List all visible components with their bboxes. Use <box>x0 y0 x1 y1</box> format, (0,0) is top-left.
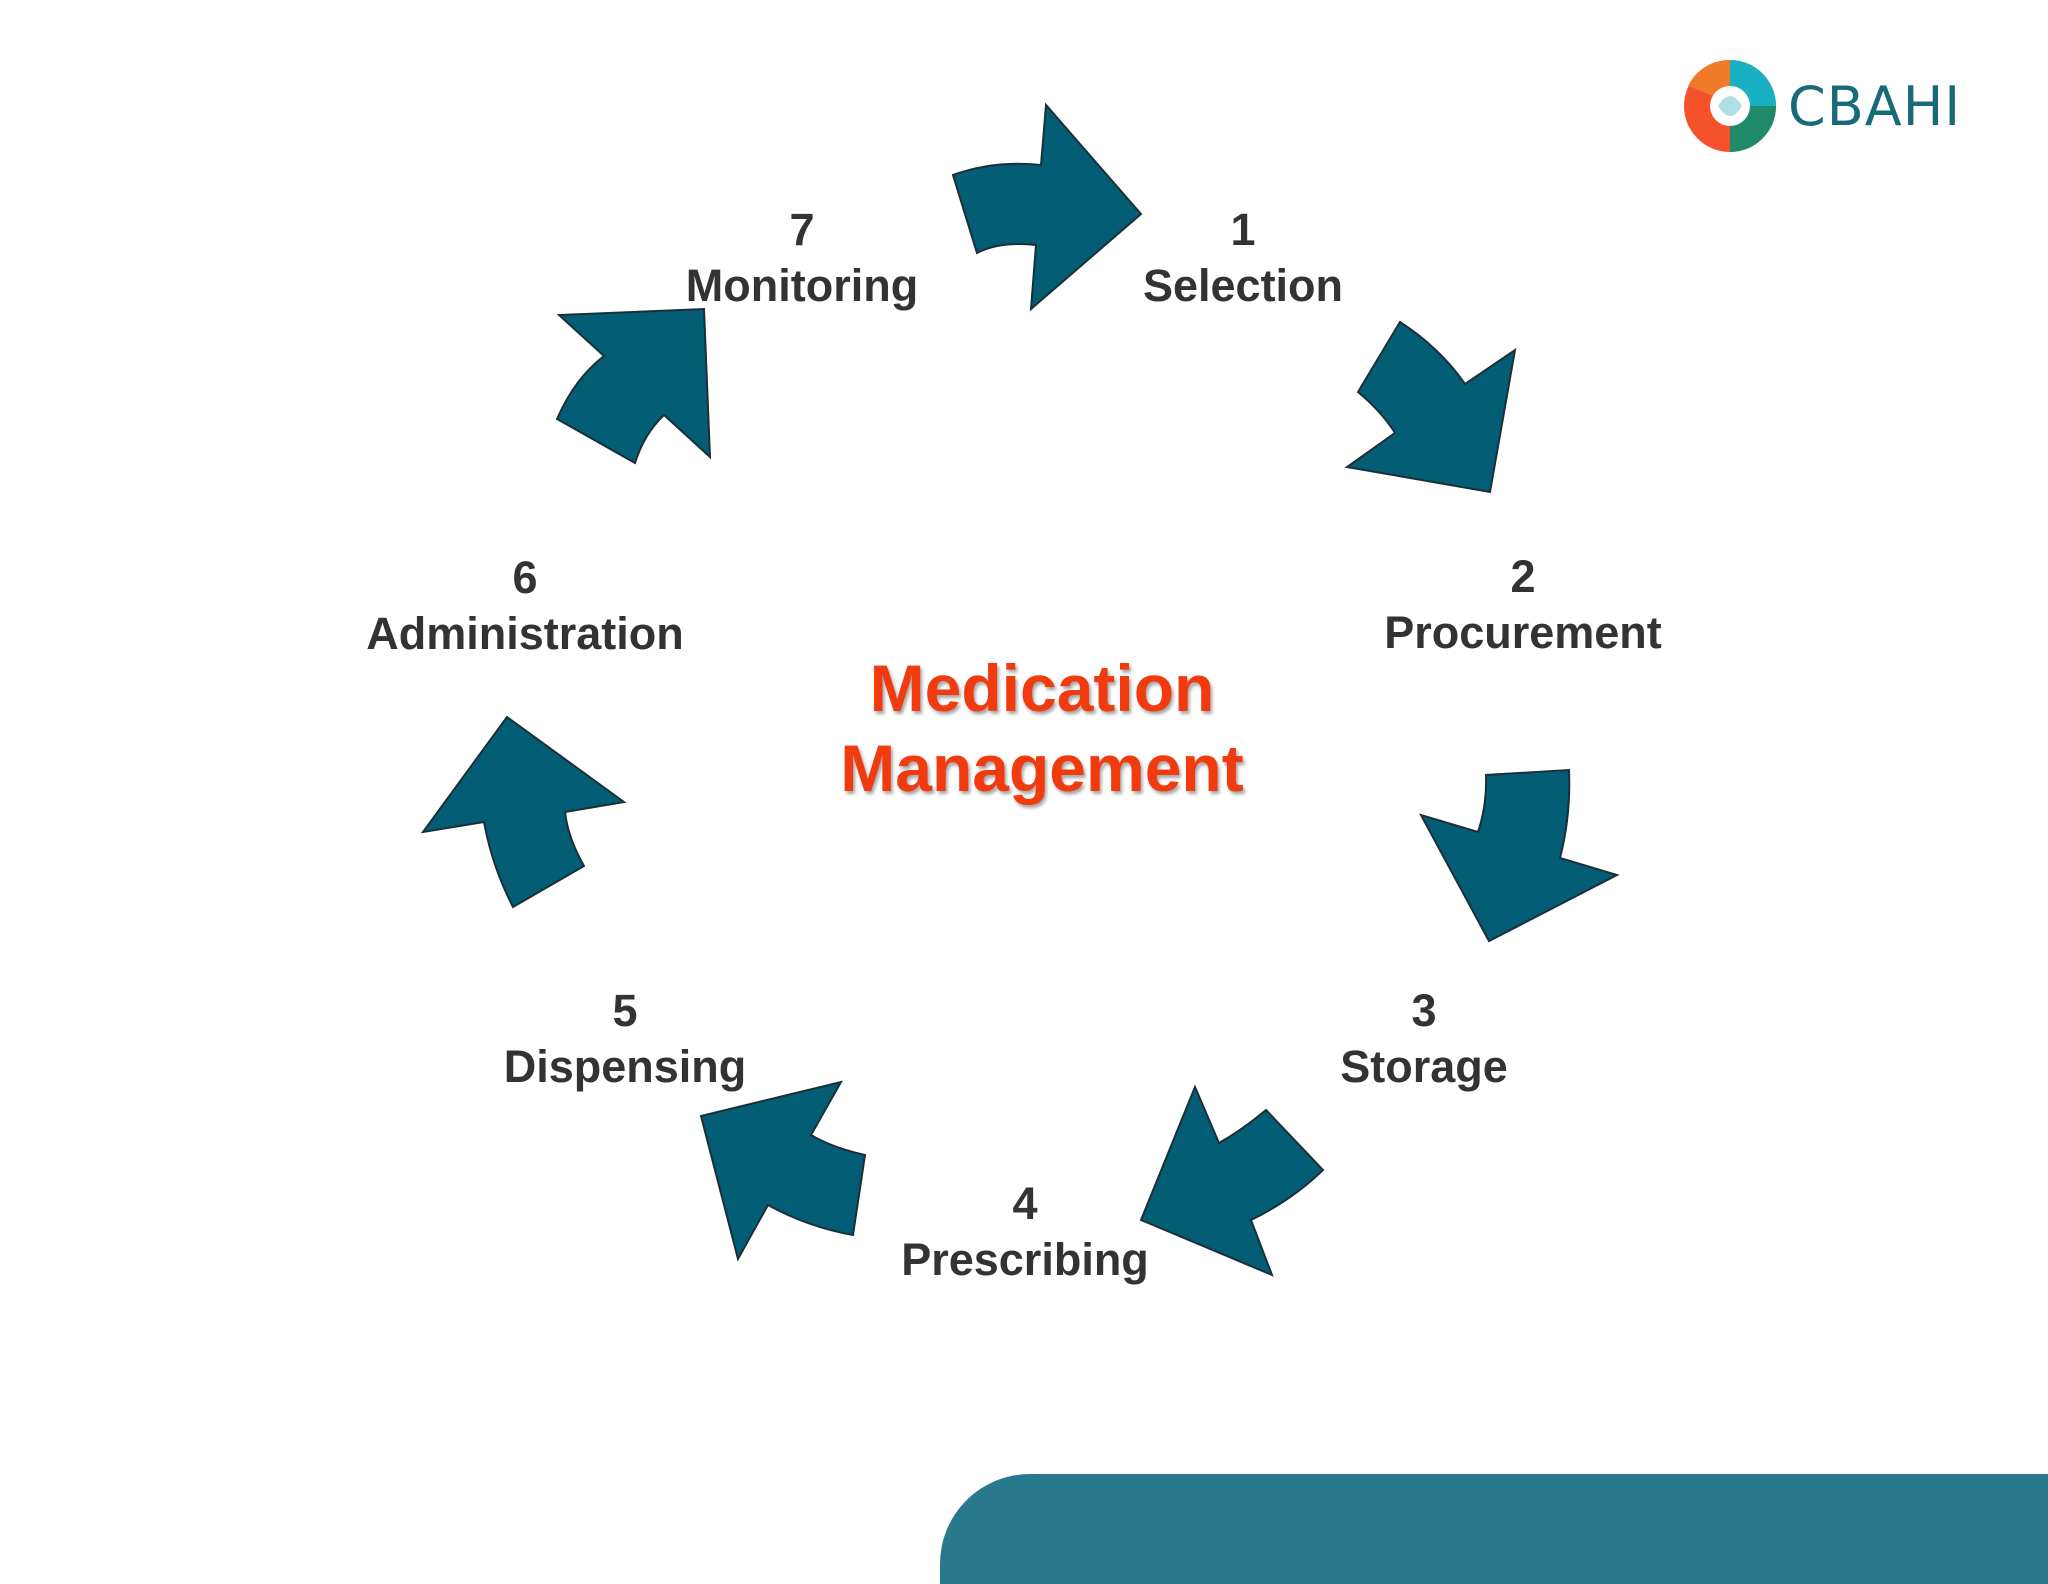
step-number: 6 <box>512 552 538 603</box>
step-label: Administration <box>366 608 684 659</box>
step-label: Procurement <box>1384 607 1662 658</box>
cbahi-logo: CBAHI <box>1680 56 1961 156</box>
step-monitoring: 7 Monitoring <box>686 202 918 314</box>
step-number: 3 <box>1411 985 1437 1036</box>
cbahi-wordmark: CBAHI <box>1788 74 1962 138</box>
step-storage: 3 Storage <box>1340 983 1508 1095</box>
step-procurement: 2 Procurement <box>1384 549 1662 661</box>
arrow-procurement-to-storage <box>1418 768 1620 943</box>
step-label: Dispensing <box>503 1041 747 1092</box>
cycle-diagram <box>420 102 1620 1277</box>
arrow-monitoring-to-selection <box>951 102 1143 312</box>
arrow-prescribing-to-dispensing <box>699 1080 867 1262</box>
step-label: Storage <box>1340 1041 1508 1092</box>
step-administration: 6 Administration <box>366 550 684 662</box>
arrow-selection-to-procurement <box>1344 320 1517 494</box>
step-label: Selection <box>1142 260 1344 311</box>
title-line-2: Management <box>840 731 1244 805</box>
step-number: 1 <box>1230 204 1256 255</box>
footer-band <box>940 1474 2048 1584</box>
arrow-storage-to-prescribing <box>1139 1084 1325 1277</box>
step-label: Monitoring <box>685 260 919 311</box>
step-selection: 1 Selection <box>1143 202 1343 314</box>
step-dispensing: 5 Dispensing <box>504 983 747 1095</box>
arrow-dispensing-to-administration <box>420 715 627 909</box>
title-line-1: Medication <box>869 651 1215 725</box>
step-number: 7 <box>789 204 815 255</box>
step-number: 5 <box>612 985 638 1036</box>
step-number: 2 <box>1510 551 1536 602</box>
diagram-title: Medication Management <box>840 648 1243 808</box>
step-number: 4 <box>1012 1178 1038 1229</box>
arrow-administration-to-monitoring <box>555 307 712 465</box>
step-label: Prescribing <box>901 1234 1149 1285</box>
cbahi-ring-icon <box>1684 59 1776 152</box>
step-prescribing: 4 Prescribing <box>901 1176 1149 1288</box>
